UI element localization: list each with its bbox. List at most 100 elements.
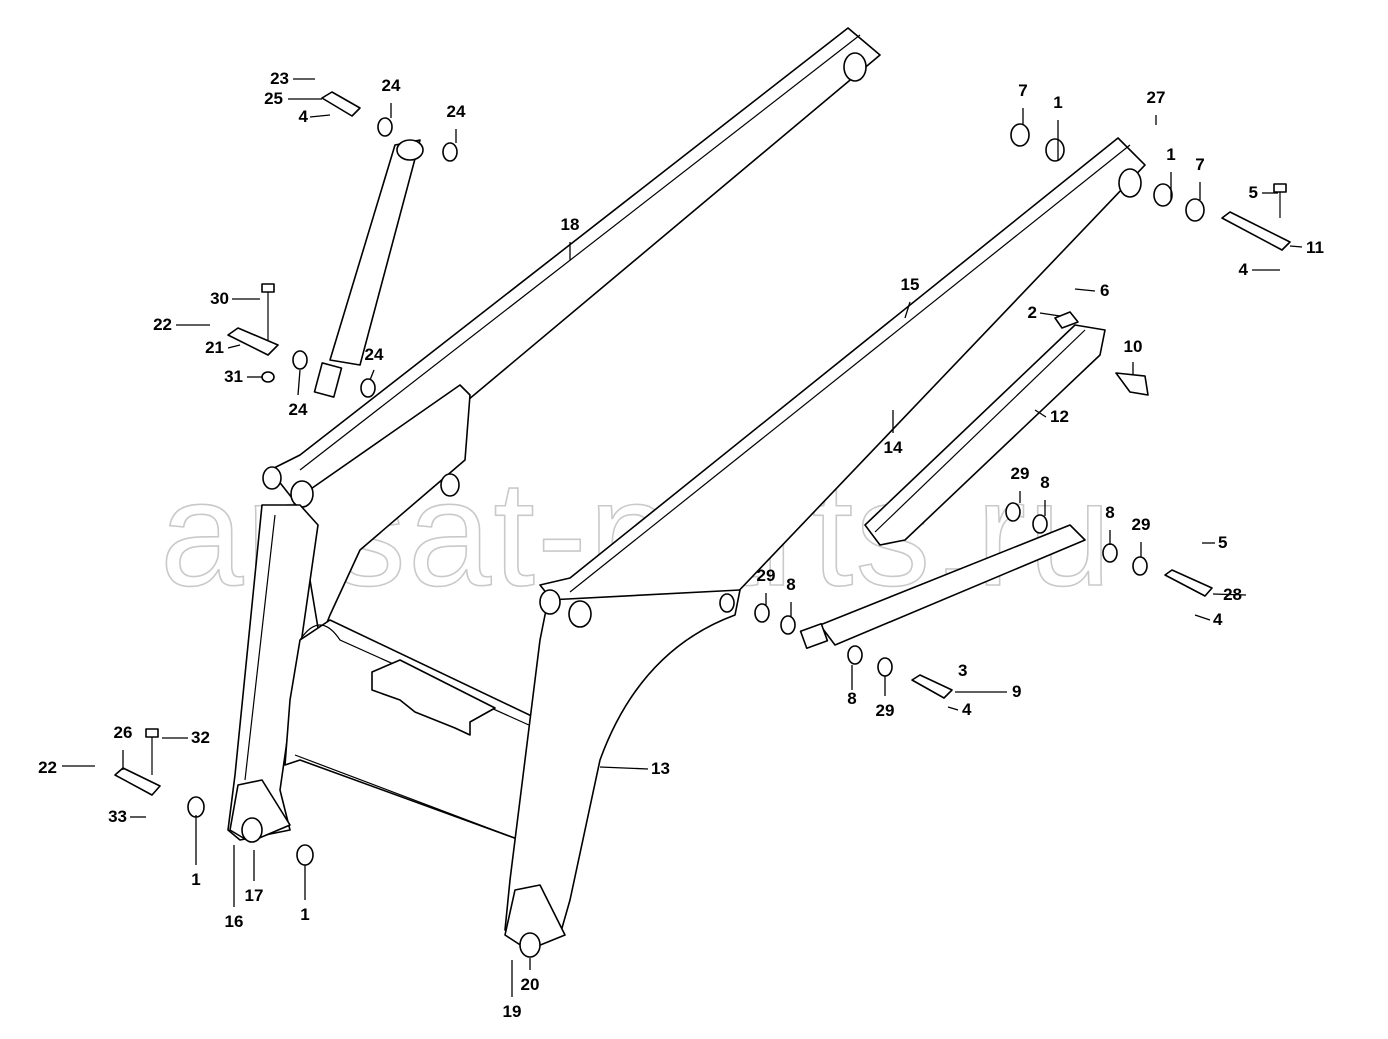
callout-number: 4	[299, 107, 309, 126]
callout-number: 32	[191, 728, 210, 747]
callout-2: 2	[1028, 303, 1061, 322]
callout-number: 24	[365, 345, 384, 364]
callout-leader-line	[1074, 288, 1096, 292]
callout-number: 22	[38, 758, 57, 777]
callout-22: 22	[153, 315, 210, 334]
callout-number: 19	[503, 1002, 522, 1021]
callout-24: 24	[289, 369, 308, 419]
callout-number: 7	[1018, 81, 1027, 100]
callout-leader-line	[1212, 593, 1247, 596]
callout-number: 8	[786, 575, 795, 594]
callout-number: 14	[884, 438, 903, 457]
callout-number: 5	[1218, 533, 1227, 552]
callout-1: 1	[1053, 93, 1063, 160]
callout-10: 10	[1124, 337, 1143, 375]
step-plate	[371, 659, 496, 736]
callout-number: 4	[1213, 610, 1223, 629]
callout-9: 9	[955, 682, 1021, 701]
callout-22: 22	[38, 758, 95, 777]
callout-14: 14	[884, 410, 903, 457]
callout-12: 12	[1034, 407, 1069, 426]
callout-number: 24	[382, 76, 401, 95]
callout-number: 1	[300, 905, 309, 924]
callout-leader-line	[947, 706, 959, 711]
callout-7: 7	[1018, 81, 1028, 125]
callout-number: 10	[1124, 337, 1143, 356]
callout-number: 27	[1147, 88, 1166, 107]
left-cylinder-assembly	[227, 91, 458, 398]
right-pivot-hardware	[1010, 123, 1291, 251]
callout-33: 33	[108, 807, 146, 826]
callout-7: 7	[1195, 155, 1205, 200]
callout-number: 5	[1249, 183, 1258, 202]
callout-4: 4	[947, 700, 972, 719]
callout-leader-line	[904, 301, 911, 319]
callout-1: 1	[1166, 145, 1176, 200]
callout-number: 8	[1040, 473, 1049, 492]
callout-13: 13	[599, 759, 670, 778]
callout-21: 21	[205, 338, 241, 357]
callout-5: 5	[1202, 533, 1227, 552]
left-foot-hardware	[114, 728, 314, 866]
callout-leader-line	[369, 369, 375, 381]
callout-number: 6	[1100, 281, 1109, 300]
callout-4: 4	[299, 107, 331, 126]
cross-tube	[284, 619, 541, 841]
callout-1: 1	[191, 815, 201, 889]
callout-number: 21	[205, 338, 224, 357]
callout-number: 29	[1011, 464, 1030, 483]
callout-28: 28	[1212, 585, 1247, 604]
left-boom-pivot-bore	[843, 52, 867, 82]
callout-number: 30	[210, 289, 229, 308]
callout-20: 20	[521, 958, 540, 994]
callout-30: 30	[210, 289, 260, 308]
callout-number: 17	[245, 886, 264, 905]
callout-number: 7	[1195, 155, 1204, 174]
callout-32: 32	[162, 728, 210, 747]
callout-16: 16	[225, 845, 243, 931]
callout-number: 9	[1012, 682, 1021, 701]
callout-29: 29	[1011, 464, 1030, 503]
callout-leader-line	[599, 766, 649, 770]
callout-23: 23	[270, 69, 315, 88]
callout-4: 4	[1239, 260, 1280, 279]
callout-15: 15	[901, 275, 919, 319]
callout-number: 26	[114, 723, 133, 742]
callout-31: 31	[224, 367, 262, 386]
callout-17: 17	[245, 850, 264, 905]
callout-number: 29	[1132, 515, 1151, 534]
callout-number: 31	[224, 367, 243, 386]
callout-27: 27	[1147, 88, 1166, 125]
right-leg-pin-bore	[519, 932, 541, 958]
callout-29: 29	[1132, 515, 1151, 557]
callout-leader-line	[1194, 614, 1211, 621]
callout-number: 2	[1028, 303, 1037, 322]
callout-leader-line	[1034, 409, 1047, 418]
callout-8: 8	[1105, 503, 1115, 545]
callout-number: 11	[1306, 238, 1324, 257]
loader-frame-drawing	[227, 27, 1146, 958]
callout-3: 3	[958, 661, 967, 680]
callout-number: 4	[1239, 260, 1249, 279]
callout-number: 8	[847, 689, 856, 708]
callout-number: 20	[521, 975, 540, 994]
callout-8: 8	[847, 665, 857, 708]
callout-24: 24	[382, 76, 401, 118]
tilt-cylinder	[819, 524, 1086, 646]
callout-1: 1	[300, 865, 310, 924]
callout-29: 29	[876, 676, 894, 720]
callout-number: 18	[561, 215, 580, 234]
left-hydraulic-cylinder	[329, 139, 421, 366]
callout-number: 23	[270, 69, 289, 88]
callout-number: 22	[153, 315, 172, 334]
callout-6: 6	[1074, 281, 1109, 300]
callout-number: 1	[1166, 145, 1175, 164]
callout-8: 8	[1040, 473, 1050, 516]
callout-19: 19	[503, 960, 522, 1021]
callout-number: 1	[191, 870, 200, 889]
callout-number: 29	[757, 566, 776, 585]
callout-number: 13	[651, 759, 670, 778]
callout-number: 4	[962, 700, 972, 719]
callout-number: 25	[264, 89, 283, 108]
